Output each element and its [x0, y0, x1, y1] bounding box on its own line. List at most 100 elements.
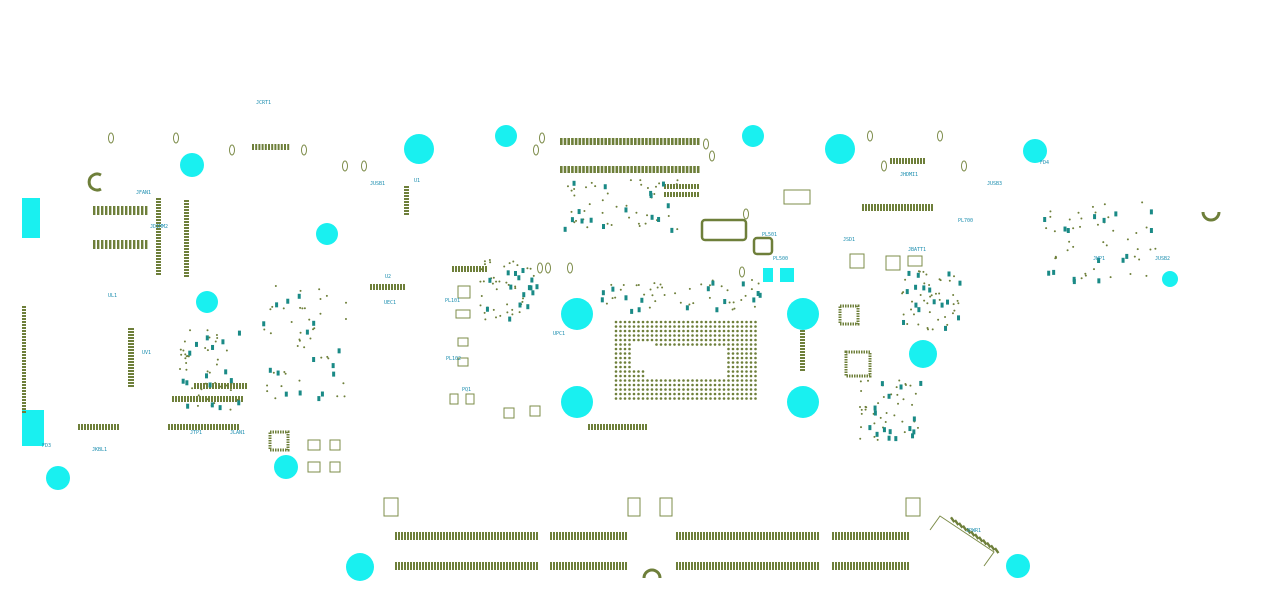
bga-ball: [749, 379, 753, 382]
smd-component: [650, 214, 654, 220]
ddr-pad: [156, 231, 161, 233]
bga-ball: [749, 365, 753, 369]
smd-component: [298, 390, 302, 396]
dimm-pad: [781, 562, 783, 570]
edge-connector-pad: [22, 399, 26, 401]
via: [570, 210, 573, 213]
smd-component: [535, 284, 539, 290]
bga-ball: [646, 320, 649, 324]
qfn-chip: [268, 430, 290, 452]
bga-ball: [668, 383, 672, 387]
dimm-pad: [434, 532, 436, 540]
dimm-pad: [802, 532, 804, 540]
dimm-pad: [443, 562, 445, 570]
bga-ball: [637, 388, 640, 391]
dimm-pad: [889, 562, 891, 570]
chip-pad: [800, 366, 805, 368]
label-jusb1: JUSB1: [370, 181, 386, 187]
via: [1102, 241, 1105, 244]
chip-pad: [121, 240, 124, 249]
via: [873, 422, 876, 425]
smd-component: [1093, 214, 1097, 220]
component-outline: [307, 461, 321, 473]
dimm-pad: [682, 562, 684, 570]
dimm-pad: [556, 532, 558, 540]
via: [876, 438, 879, 441]
slot-hole: [342, 160, 348, 172]
chip-pad: [404, 186, 409, 188]
dimm-pad: [503, 562, 505, 570]
bga-ball: [686, 379, 690, 382]
bga-ball: [659, 379, 663, 382]
bga-ball: [749, 374, 753, 378]
via: [318, 288, 321, 291]
via: [215, 363, 218, 366]
via: [309, 337, 312, 340]
chip-pad: [128, 328, 134, 330]
smd-component: [624, 295, 628, 301]
via: [679, 301, 682, 304]
label-uec1: UEC1: [384, 300, 397, 306]
via: [937, 318, 940, 321]
via: [1053, 230, 1056, 233]
via: [663, 294, 666, 297]
bga-ball: [628, 338, 631, 342]
dimm-pad: [491, 562, 493, 570]
smd-component: [905, 289, 909, 295]
chip-pad: [101, 240, 104, 249]
bga-ball: [718, 379, 721, 382]
dimm-pad: [458, 562, 460, 570]
header-pad: [877, 204, 879, 211]
smd-component: [517, 275, 521, 281]
dimm-pad: [814, 562, 816, 570]
ddr-pad: [156, 261, 161, 263]
via: [480, 295, 483, 298]
bga-ball: [646, 383, 649, 387]
via: [303, 307, 306, 310]
smd-component: [602, 224, 606, 230]
via: [484, 318, 487, 321]
smd-component: [685, 305, 689, 311]
bga-ball: [659, 325, 663, 328]
ddr-pad: [184, 236, 189, 238]
smd-component: [666, 203, 670, 209]
via: [299, 306, 302, 309]
via: [1068, 218, 1071, 221]
bga-ball: [682, 334, 685, 337]
top-connector-pad: [563, 138, 567, 145]
top-connector-pad: [652, 166, 656, 173]
bga-ball: [668, 397, 672, 400]
header-pad: [923, 158, 925, 164]
via: [1133, 255, 1136, 258]
smd-component: [944, 325, 948, 331]
bga-ball: [731, 361, 735, 364]
bga-ball: [632, 320, 636, 324]
power-connector-outline: [929, 515, 995, 567]
ddr-pad: [156, 264, 161, 266]
bga-ball: [745, 352, 748, 355]
bga-ball: [655, 320, 658, 324]
fpc-pad: [237, 424, 239, 430]
component-pads: [22, 138, 933, 570]
header-pad: [470, 266, 472, 272]
via: [269, 308, 272, 311]
via: [744, 294, 747, 297]
bga-ball: [614, 343, 618, 346]
bga-ball: [686, 338, 690, 342]
label-pl102: PL102: [446, 356, 462, 362]
dimm-pad: [742, 562, 744, 570]
dimm-pad: [574, 532, 576, 540]
chip-pad: [97, 240, 100, 249]
ddr-pad: [156, 273, 161, 275]
dimm-pad: [730, 562, 732, 570]
bga-ball: [691, 320, 694, 324]
bga-ball: [623, 388, 627, 391]
dimm-pad: [536, 562, 538, 570]
via: [910, 308, 913, 311]
via: [480, 268, 483, 271]
header-pad: [473, 266, 475, 272]
bga-ball: [664, 338, 667, 342]
header-pad: [865, 204, 867, 211]
bga-ball: [722, 397, 726, 400]
via: [637, 222, 640, 225]
